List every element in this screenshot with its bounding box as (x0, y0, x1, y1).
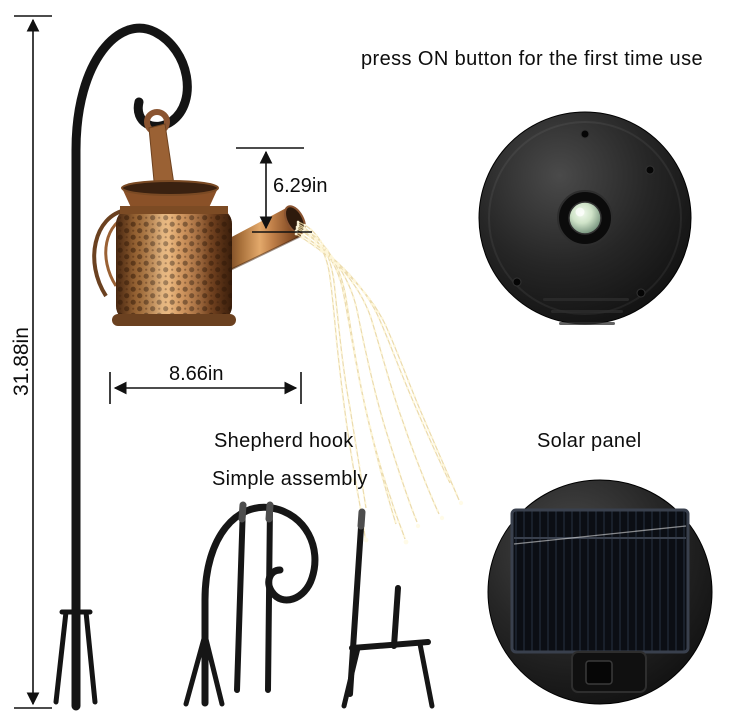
dimension-width (109, 372, 302, 404)
ground-stake-prong-right (417, 641, 435, 709)
dimension-spout-label: 6.29in (273, 175, 328, 197)
can-handle-outer (92, 208, 127, 298)
hook-ground-prong-left (53, 609, 69, 705)
shepherd-hook (53, 23, 192, 711)
solar-panel-sheen (513, 525, 687, 545)
pole-connector-3 (357, 508, 366, 530)
hook-ground-prong-right (83, 609, 98, 705)
disc-screws (512, 129, 655, 298)
solar-panel-label: Solar panel (537, 430, 642, 452)
dimension-height-label: 31.88in (10, 327, 33, 396)
shepherd-hook-label-line1: Shepherd hook (214, 430, 354, 452)
can-base-band (112, 314, 236, 326)
string-lights (294, 220, 464, 545)
solar-panel-grid (510, 508, 690, 654)
ground-stake-crossbar (349, 639, 431, 651)
dimension-spout (236, 147, 312, 233)
pole-connector-2 (265, 501, 274, 523)
assembly-parts (183, 501, 435, 709)
hook-top-piece (201, 503, 319, 707)
shepherd-hook-label-line2: Simple assembly (212, 468, 368, 490)
pole-segment-1 (234, 502, 246, 693)
ground-stake-stem (391, 585, 401, 649)
spout-shadow-line (225, 235, 302, 273)
can-spout (226, 206, 301, 272)
string-lights-sparkles (350, 478, 464, 545)
engraved-text-smudge (543, 298, 629, 325)
lens-highlight (575, 207, 585, 217)
pole-connector-1 (238, 501, 247, 523)
light-disc-top (478, 111, 692, 325)
disc-groove (488, 121, 682, 315)
power-switch-slider (585, 660, 613, 685)
watering-can (92, 109, 306, 326)
string-lights-beads (294, 220, 461, 541)
hook-piece-prong-left (183, 632, 208, 707)
string-lights-strands (295, 221, 460, 540)
dimension-height (14, 15, 52, 709)
top-note: press ON button for the first time use (361, 48, 703, 70)
ground-stake-prong-left (341, 645, 361, 709)
can-neck-band (120, 206, 228, 214)
solar-panel-disc (487, 479, 713, 705)
pole-segment-2 (265, 502, 273, 693)
on-button-lens (568, 201, 602, 235)
dimension-width-label: 8.66in (169, 363, 224, 385)
can-body-shading (116, 208, 232, 322)
hook-piece-prong-right (202, 632, 225, 707)
can-opening (121, 180, 219, 196)
